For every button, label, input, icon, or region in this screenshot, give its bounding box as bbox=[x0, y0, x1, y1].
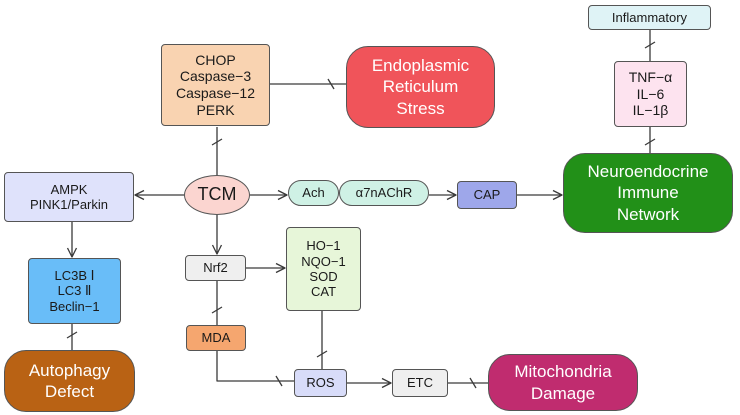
ros-to-etc-connector bbox=[347, 377, 392, 389]
nrf2-to-antioxidants-connector bbox=[246, 262, 286, 274]
mda-to-ros-connector bbox=[216, 351, 294, 387]
mda-node: MDA bbox=[186, 325, 246, 351]
nrf2-node: Nrf2 bbox=[185, 255, 246, 281]
cap-node: CAP bbox=[457, 181, 517, 209]
antioxidants-to-ros-connector bbox=[316, 311, 328, 369]
er-markers-to-er-stress-connector bbox=[270, 78, 346, 90]
cytokines-to-inflammatory-connector bbox=[644, 30, 656, 61]
cap-to-network-connector bbox=[517, 189, 563, 201]
ach-node: Ach bbox=[288, 180, 339, 206]
tcm-to-er-markers-connector bbox=[211, 127, 223, 175]
nrf2-to-mda-connector bbox=[211, 281, 223, 325]
network-to-cytokines-connector bbox=[644, 127, 656, 153]
ampk-to-lc3-connector bbox=[66, 222, 78, 258]
tcm-to-nrf2-connector bbox=[211, 215, 223, 255]
ros-node: ROS bbox=[294, 369, 347, 397]
tcm-node: TCM bbox=[184, 175, 250, 215]
a7nachr-to-cap-connector bbox=[429, 189, 457, 201]
tcm-to-ampk-connector bbox=[134, 189, 184, 201]
etc-to-mitochondria-connector bbox=[448, 377, 488, 389]
tcm-to-ach-connector bbox=[250, 189, 288, 201]
inflammatory-node: Inflammatory bbox=[588, 5, 711, 30]
lc3-to-autophagy-connector bbox=[66, 324, 78, 350]
a7nachr-node: α7nAChR bbox=[339, 180, 429, 206]
etc-node: ETC bbox=[392, 369, 448, 397]
